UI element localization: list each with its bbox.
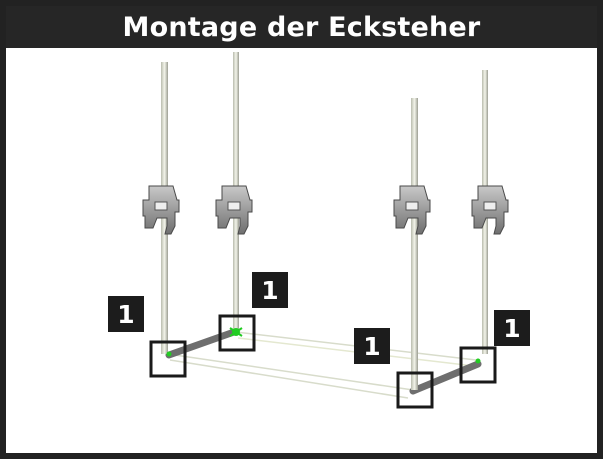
base-profiles (165, 328, 482, 395)
highlight-boxes (149, 314, 497, 409)
clamp-profile-1 (142, 185, 180, 235)
callout-front-right: 1 (354, 328, 390, 364)
callout-back-left: 1 (252, 272, 288, 308)
assembly-drawing (142, 52, 509, 409)
highlight-box-back-right (459, 346, 497, 384)
clamp-profile-3 (393, 185, 431, 235)
post-front-right (411, 98, 418, 390)
connector-markers (166, 327, 481, 364)
highlight-box-back-left (218, 314, 256, 352)
highlight-box-front-right (396, 371, 434, 409)
clamp-profile-4 (471, 185, 509, 235)
clamp-profile-2 (215, 185, 253, 235)
diagram-title: Montage der Ecksteher (122, 11, 481, 43)
callout-front-left: 1 (108, 296, 144, 332)
callout-back-right: 1 (494, 310, 530, 346)
highlight-box-front-left (149, 340, 187, 378)
title-bar: Montage der Ecksteher (6, 6, 597, 48)
